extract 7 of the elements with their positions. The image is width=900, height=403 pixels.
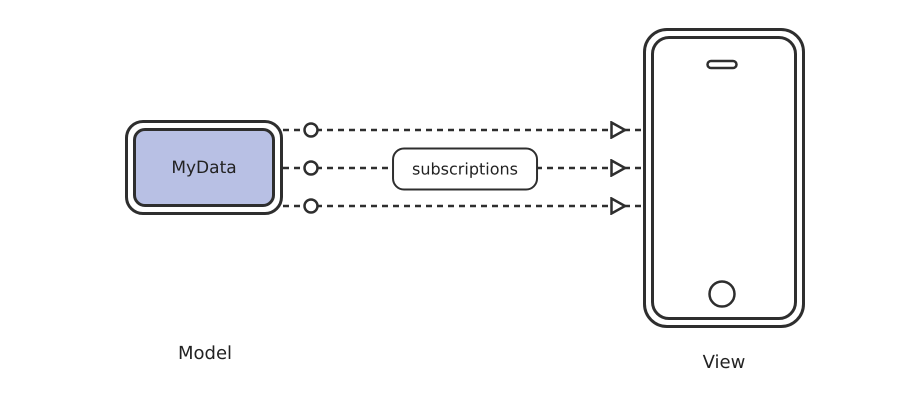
edge-label: subscriptions (392, 148, 538, 190)
layer-caption: View (702, 352, 746, 373)
layer-caption: Model (178, 343, 232, 364)
subscription-arrow (283, 197, 643, 215)
data-box (125, 120, 283, 215)
subscription-arrow (283, 121, 643, 139)
node-label: MyData (171, 158, 237, 178)
